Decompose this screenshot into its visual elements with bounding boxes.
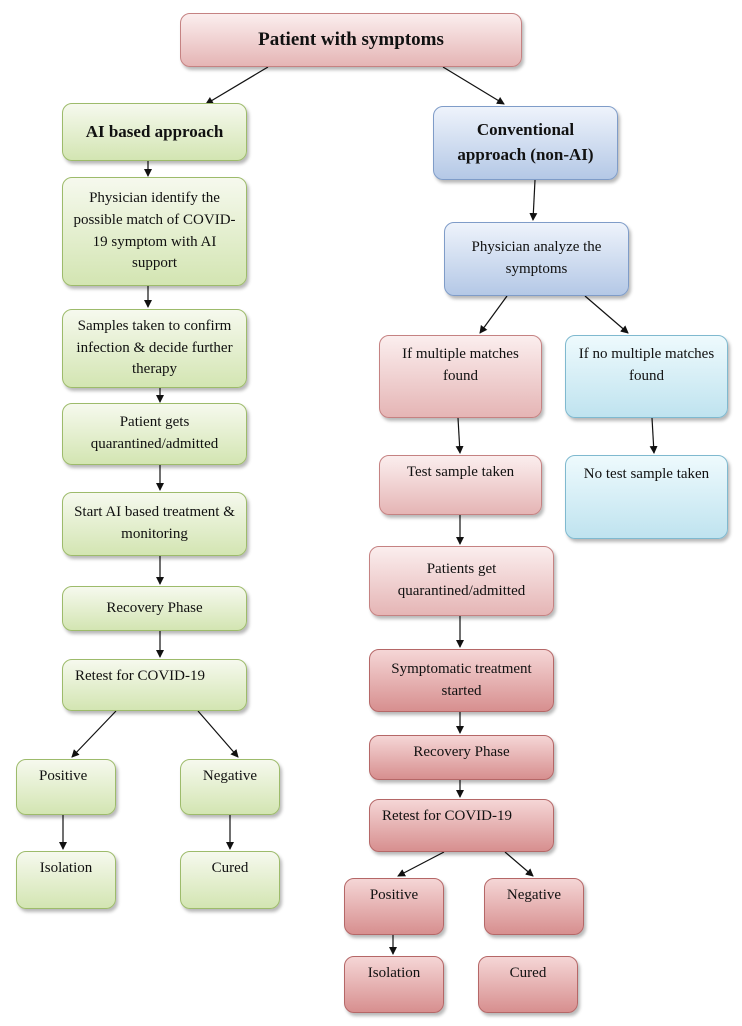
ai-negative-node: Negative: [180, 759, 280, 815]
ai-step-node: Physician identify the possible match of…: [62, 177, 247, 286]
ai-step-label: Physician identify the possible match of…: [73, 190, 236, 272]
ai-positive-node: Positive: [16, 759, 116, 815]
conventional-step-node: Symptomatic treatment started: [369, 649, 554, 712]
ai-header-label: AI based approach: [85, 121, 224, 141]
ai-step-label: Start AI based treatment & monitoring: [74, 504, 235, 542]
conventional-no-test-label: No test sample taken: [583, 466, 710, 482]
conventional-step-node: Retest for COVID-19: [369, 799, 554, 852]
ai-cured-node: Cured: [180, 851, 280, 909]
ai-step-node: Start AI based treatment & monitoring: [62, 492, 247, 556]
ai-step-label: Retest for COVID-19: [75, 668, 205, 684]
conventional-step-node: Test sample taken: [379, 455, 542, 515]
conventional-step-node: Recovery Phase: [369, 735, 554, 780]
arrow-multiple-to-test: [455, 417, 464, 454]
conventional-step-label: Test sample taken: [406, 464, 515, 480]
conventional-analyze-label: Physician analyze the symptoms: [471, 239, 602, 277]
root-node-label: Patient with symptoms: [258, 29, 444, 51]
ai-isolation-node: Isolation: [16, 851, 116, 909]
conventional-step-label: Patients get quarantined/admitted: [397, 561, 526, 599]
ai-isolation-label: Isolation: [39, 860, 93, 876]
conventional-analyze-node: Physician analyze the symptoms: [444, 222, 629, 296]
conventional-cured-label: Cured: [509, 965, 547, 981]
conventional-header-node: Conventional approach (non-AI): [433, 106, 618, 180]
arrow-conv-to-multiple: [479, 295, 508, 334]
arrow-conv-to-no-multiple: [584, 295, 629, 334]
conventional-no-multiple-label: If no multiple matches found: [578, 346, 715, 384]
conventional-step-label: Symptomatic treatment started: [391, 660, 532, 699]
conventional-no-test-node: No test sample taken: [565, 455, 728, 539]
ai-positive-label: Positive: [39, 768, 88, 784]
ai-cured-label: Cured: [211, 860, 249, 876]
ai-step-label: Recovery Phase: [106, 599, 203, 616]
arrow-no-multiple-to-no-test: [649, 417, 658, 454]
conventional-negative-node: Negative: [484, 878, 584, 935]
ai-step-node: Samples taken to confirm infection & dec…: [62, 309, 247, 388]
ai-negative-label: Negative: [202, 768, 258, 784]
ai-step-node: Retest for COVID-19: [62, 659, 247, 711]
ai-header-node: AI based approach: [62, 103, 247, 161]
ai-step-label: Samples taken to confirm infection & dec…: [76, 317, 233, 378]
arrow-root-to-conventional: [442, 66, 505, 105]
conventional-step-label: Retest for COVID-19: [382, 808, 512, 824]
conventional-isolation-node: Isolation: [344, 956, 444, 1013]
arrow-conv-to-negative: [504, 851, 534, 877]
conventional-positive-label: Positive: [369, 887, 419, 903]
conventional-negative-label: Negative: [506, 887, 562, 903]
arrow-ai-to-positive: [71, 710, 117, 758]
conventional-multiple-node: If multiple matches found: [379, 335, 542, 418]
conventional-isolation-label: Isolation: [367, 965, 421, 981]
arrow-ai-to-negative: [197, 710, 239, 758]
arrow-conv-1: [529, 179, 538, 221]
ai-step-label: Patient gets quarantined/admitted: [90, 414, 219, 452]
ai-step-node: Recovery Phase: [62, 586, 247, 631]
arrow-conv-to-positive: [397, 851, 445, 877]
conventional-step-node: Patients get quarantined/admitted: [369, 546, 554, 616]
arrow-root-to-ai: [205, 66, 269, 105]
conventional-no-multiple-node: If no multiple matches found: [565, 335, 728, 418]
conventional-header-label: Conventional approach (non-AI): [457, 120, 594, 164]
conventional-cured-node: Cured: [478, 956, 578, 1013]
conventional-step-label: Recovery Phase: [413, 744, 510, 760]
conventional-multiple-label: If multiple matches found: [402, 346, 519, 384]
ai-step-node: Patient gets quarantined/admitted: [62, 403, 247, 465]
conventional-positive-node: Positive: [344, 878, 444, 935]
root-node: Patient with symptoms: [180, 13, 522, 67]
